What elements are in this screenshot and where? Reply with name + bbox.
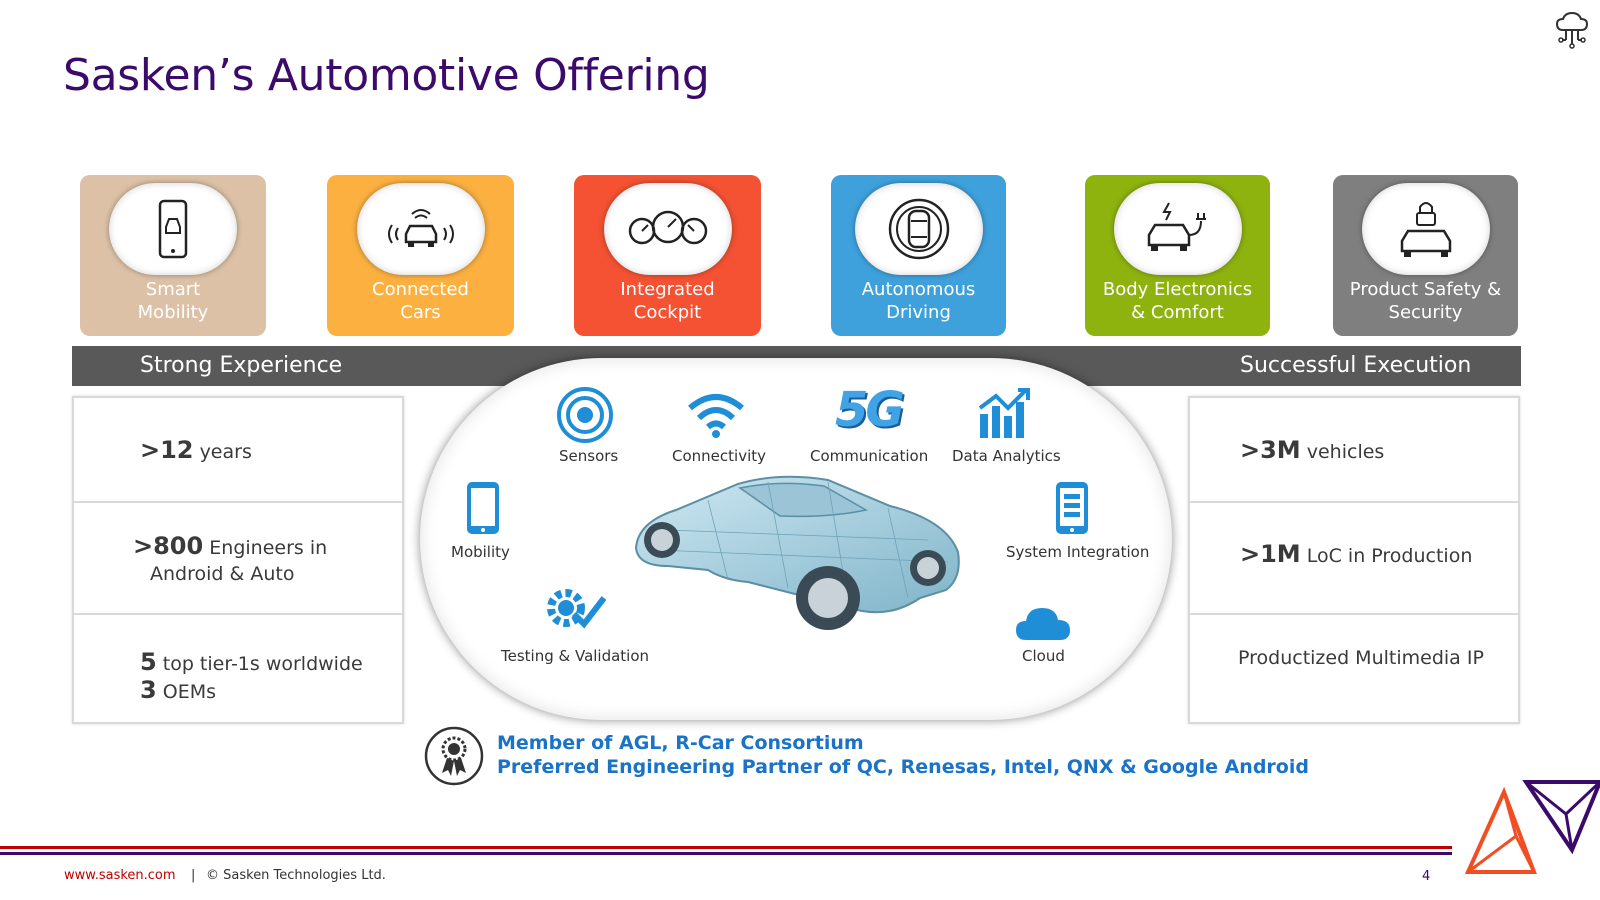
list-item: Productized Multimedia IP (1190, 615, 1518, 722)
smartphone-car-icon (158, 199, 188, 259)
stat-vehicles: >3M vehicles (1240, 436, 1385, 464)
page-title: Sasken’s Automotive Offering (63, 50, 710, 101)
badge (1361, 183, 1490, 275)
stat-oems: 3 OEMs (140, 676, 217, 704)
mobile-phone-icon (467, 482, 499, 534)
gear-check-icon (547, 589, 606, 629)
mobility-label: Mobility (451, 543, 510, 561)
tile-body-electronics: Body Electronics & Comfort (1085, 175, 1270, 336)
list-item: >800 Engineers in Android & Auto (74, 503, 402, 615)
footer-website-link[interactable]: www.sasken.com (64, 868, 176, 883)
badge (854, 183, 983, 275)
sensors-label: Sensors (559, 447, 619, 465)
award-badge-icon (424, 726, 484, 786)
list-item: >1M LoC in Production (1190, 503, 1518, 615)
stat-engineers-line2: Android & Auto (150, 563, 295, 585)
tile-autonomous-driving: Autonomous Driving (831, 175, 1006, 336)
footer-rule-red (0, 846, 1452, 849)
footer-copyright: © Sasken Technologies Ltd. (206, 868, 386, 883)
experience-box: >12 years >800 Engineers in Android & Au… (72, 396, 404, 724)
list-item: 5 top tier-1s worldwide 3 OEMs (74, 615, 402, 722)
wireframe-car-illustration (634, 475, 960, 630)
cloud-icon (1016, 608, 1070, 640)
car-lock-icon (1400, 202, 1451, 257)
wifi-icon (688, 394, 744, 438)
stat-multimedia-ip: Productized Multimedia IP (1238, 647, 1484, 669)
footer-separator: | (191, 868, 196, 883)
tile-label: Body Electronics & Comfort (1102, 279, 1253, 323)
gauges-icon (628, 210, 707, 245)
connected-car-icon (387, 209, 454, 247)
list-item: >12 years (74, 398, 402, 503)
system-integration-label: System Integration (1006, 543, 1150, 561)
sensors-icon (557, 387, 613, 443)
data-analytics-icon (978, 388, 1030, 438)
tile-label: Integrated Cockpit (620, 279, 715, 323)
membership-line-1: Member of AGL, R-Car Consortium (497, 732, 864, 754)
cloud-label: Cloud (1022, 647, 1065, 665)
membership-line-2: Preferred Engineering Partner of QC, Ren… (497, 756, 1309, 778)
data-analytics-label: Data Analytics (952, 447, 1061, 465)
system-integration-icon (1056, 482, 1088, 534)
tile-label: Smart Mobility (137, 279, 209, 323)
list-item: >3M vehicles (1190, 398, 1518, 503)
badge (356, 183, 485, 275)
cloud-network-icon (1555, 11, 1589, 49)
5g-icon: 5G (835, 382, 905, 438)
connectivity-label: Connectivity (672, 447, 766, 465)
stat-years: >12 years (140, 436, 252, 464)
testing-validation-label: Testing & Validation (501, 647, 650, 665)
electric-car-icon (1147, 202, 1206, 251)
strong-experience-heading: Strong Experience (140, 353, 343, 378)
badge (603, 183, 732, 275)
tile-label: Product Safety & Security (1349, 279, 1502, 323)
stat-engineers: >800 Engineers in (133, 532, 328, 560)
successful-execution-heading: Successful Execution (1240, 353, 1472, 378)
autonomous-car-icon (888, 198, 949, 260)
execution-box: >3M vehicles >1M LoC in Production Produ… (1188, 396, 1520, 724)
communication-label: Communication (810, 447, 929, 465)
tile-label: Autonomous Driving (861, 279, 976, 323)
tile-smart-mobility: Smart Mobility (80, 175, 266, 336)
tile-product-safety: Product Safety & Security (1333, 175, 1518, 336)
tile-label: Connected Cars (372, 279, 469, 323)
badge (1113, 183, 1242, 275)
badge (109, 183, 237, 275)
stat-tier1s: 5 top tier-1s worldwide (140, 648, 363, 676)
sasken-logo (1464, 780, 1600, 874)
footer-rule-purple (0, 852, 1452, 855)
page-number: 4 (1422, 869, 1431, 884)
stat-loc: >1M LoC in Production (1240, 540, 1473, 568)
tile-connected-cars: Connected Cars (327, 175, 514, 336)
tile-integrated-cockpit: Integrated Cockpit (574, 175, 761, 336)
